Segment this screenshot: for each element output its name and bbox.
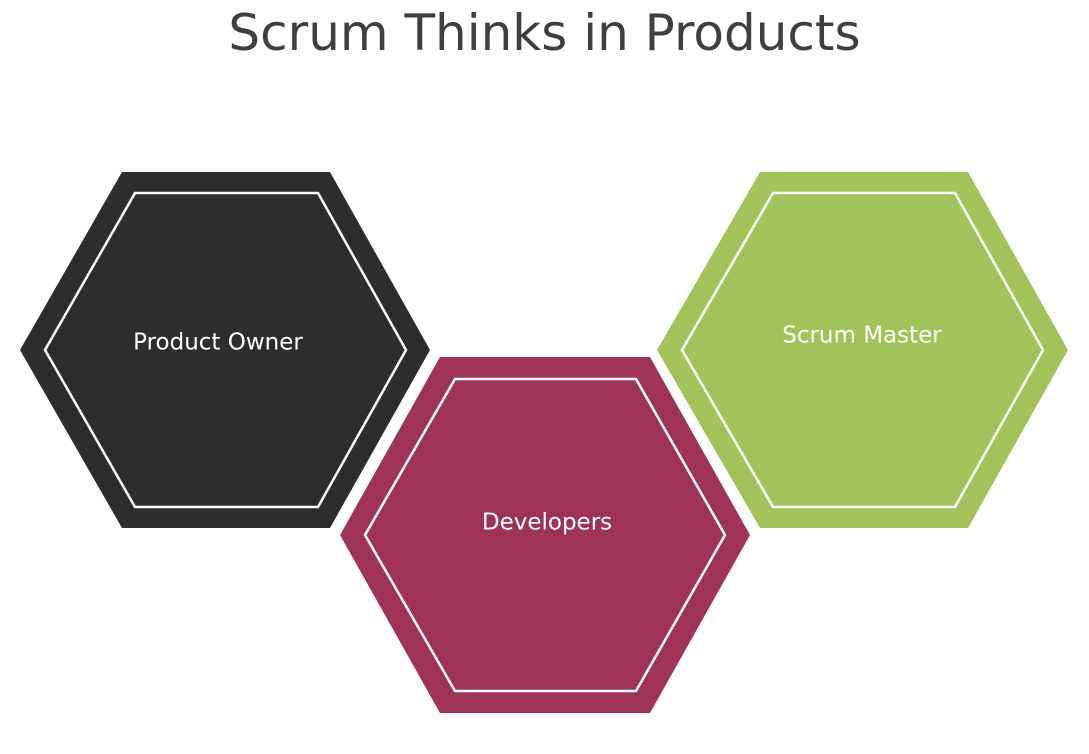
- hexagon-shape: [340, 357, 750, 713]
- hexagon-label-developers: Developers: [482, 510, 612, 536]
- hexagon-label-scrum-master: Scrum Master: [782, 323, 942, 349]
- hexagon-shape: [657, 172, 1068, 528]
- hexagon-product-owner: Product Owner: [20, 172, 430, 528]
- hexagon-inner-outline: [43, 191, 408, 509]
- slide-title: Scrum Thinks in Products: [228, 4, 861, 62]
- hexagon-inner-outline: [680, 191, 1045, 509]
- hexagon-developers: Developers: [340, 357, 750, 713]
- hexagon-inner-outline: [363, 377, 727, 693]
- hexagon-scrum-master: Scrum Master: [657, 172, 1068, 528]
- hexagon-shape: [20, 172, 430, 528]
- hexagon-label-product-owner: Product Owner: [133, 330, 303, 356]
